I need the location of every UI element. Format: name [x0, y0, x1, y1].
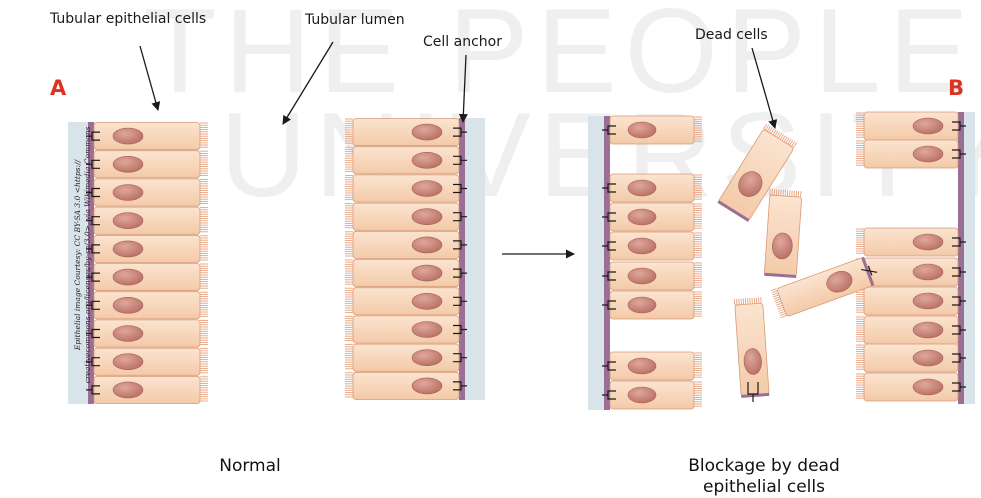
nucleus [628, 122, 656, 138]
epithelial-cell [345, 344, 467, 371]
epithelial-cell [856, 373, 966, 401]
nucleus [628, 358, 656, 374]
epithelial-cell [86, 376, 208, 403]
caption-normal: Normal [200, 456, 300, 477]
interstitium [963, 112, 975, 404]
nucleus [113, 213, 143, 229]
epithelial-cell [86, 320, 208, 347]
nucleus [913, 293, 943, 309]
nucleus [113, 382, 143, 398]
dead-cell [734, 297, 769, 398]
credit-line1: Epithelial image Courtesy: CC BY-SA 3.0 … [73, 110, 83, 400]
epithelial-cell [86, 264, 208, 291]
nucleus [628, 387, 656, 403]
epithelial-cell [345, 288, 467, 315]
nucleus [412, 265, 442, 281]
nucleus [628, 268, 656, 284]
epithelial-cell [86, 207, 208, 234]
nucleus [113, 128, 143, 144]
epithelial-cell [345, 372, 467, 399]
nucleus [628, 180, 656, 196]
nucleus [628, 238, 656, 254]
epithelial-cell [602, 352, 702, 380]
caption-blockage: Blockage by dead epithelial cells [664, 456, 864, 498]
nucleus [412, 181, 442, 197]
epithelial-cell [856, 112, 966, 140]
label-tubular-epithelial-cells: Tubular epithelial cells [50, 11, 206, 27]
label-tubular-lumen: Tubular lumen [305, 12, 405, 28]
nucleus [412, 322, 442, 338]
epithelial-cell [602, 116, 702, 144]
epithelial-cell [856, 316, 966, 344]
epithelial-cell [345, 147, 467, 174]
epithelial-cell [345, 231, 467, 258]
basement-membrane [958, 112, 964, 404]
nucleus [113, 354, 143, 370]
epithelial-cell [345, 260, 467, 287]
nucleus [113, 185, 143, 201]
epithelial-cell [86, 292, 208, 319]
nucleus [913, 322, 943, 338]
epithelial-cell [856, 228, 966, 256]
panel-label-b: B [948, 76, 964, 100]
epithelial-cell [86, 151, 208, 178]
nucleus [628, 297, 656, 313]
image-credit: Epithelial image Courtesy: CC BY-SA 3.0 … [73, 110, 93, 400]
epithelial-cell [345, 316, 467, 343]
nucleus [113, 156, 143, 172]
caption-normal-text: Normal [219, 456, 281, 476]
nucleus [412, 350, 442, 366]
blockage-right-wall [856, 112, 975, 404]
epithelial-cell [602, 203, 702, 231]
credit-line2: creativecommons.org/licenses/by-sa/3.0>,… [83, 110, 93, 400]
nucleus [913, 234, 943, 250]
epithelial-cell [856, 140, 966, 168]
caption-blockage-line2: epithelial cells [664, 477, 864, 498]
epithelial-cell [345, 119, 467, 146]
nucleus [412, 237, 442, 253]
nucleus [412, 293, 442, 309]
epithelial-cell [602, 381, 702, 409]
epithelial-cell [345, 175, 467, 202]
epithelial-cell [856, 287, 966, 315]
epithelial-cell [86, 235, 208, 262]
nucleus [412, 378, 442, 394]
nucleus [913, 350, 943, 366]
caption-blockage-line1: Blockage by dead [664, 456, 864, 477]
nucleus [628, 209, 656, 225]
watermark: THE PEOPLE UNIVERSITY [143, 0, 981, 222]
nucleus [113, 269, 143, 285]
epithelial-cell [86, 123, 208, 150]
nucleus [113, 326, 143, 342]
nucleus [113, 241, 143, 257]
dead-cell [764, 189, 802, 278]
epithelial-cell [86, 179, 208, 206]
epithelial-cell [602, 232, 702, 260]
nucleus [412, 209, 442, 225]
epithelial-cell [856, 344, 966, 372]
epithelial-cell [602, 291, 702, 319]
epithelial-cell [86, 348, 208, 375]
nucleus [412, 124, 442, 140]
panel-label-a: A [50, 76, 66, 100]
normal-right-wall [345, 118, 485, 400]
nucleus [913, 264, 943, 280]
nucleus [113, 297, 143, 313]
nucleus [913, 118, 943, 134]
epithelial-cell [602, 262, 702, 290]
nucleus [913, 146, 943, 162]
epithelial-cell [345, 203, 467, 230]
nucleus [412, 152, 442, 168]
label-cell-anchor: Cell anchor [423, 34, 502, 50]
nucleus [913, 379, 943, 395]
epithelial-cell [602, 174, 702, 202]
label-dead-cells: Dead cells [695, 27, 768, 43]
